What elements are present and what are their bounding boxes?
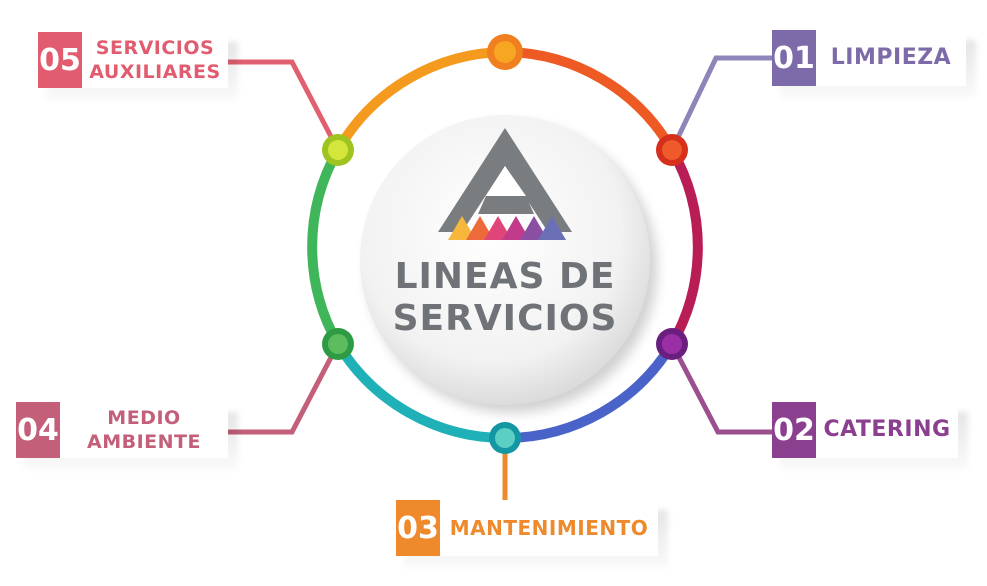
service-number: 02 — [772, 402, 816, 458]
ring-nodes — [322, 34, 688, 454]
center-title: LINEAS DE SERVICIOS — [380, 256, 630, 340]
service-card-04: 04 MEDIO AMBIENTE — [16, 402, 238, 470]
service-label-line2: AMBIENTE — [87, 431, 201, 453]
service-label-line2: AUXILIARES — [89, 61, 221, 83]
service-label: SERVICIOS AUXILIARES — [82, 32, 228, 88]
service-label: MEDIO AMBIENTE — [60, 402, 228, 458]
service-number: 05 — [38, 32, 82, 88]
center-title-line1: LINEAS DE — [394, 256, 616, 297]
service-label-line1: SERVICIOS — [95, 37, 215, 59]
service-card-05: 05 SERVICIOS AUXILIARES — [38, 32, 238, 100]
connector-01 — [669, 55, 774, 152]
color-ring — [307, 47, 703, 444]
connector-02 — [669, 342, 774, 435]
service-number: 04 — [16, 402, 60, 458]
center-title-line2: SERVICIOS — [392, 298, 618, 339]
service-card-03: 03 MANTENIMIENTO — [396, 500, 668, 568]
service-number: 03 — [396, 500, 440, 556]
triangle-logo-icon — [438, 128, 572, 240]
service-card-01: 01 LIMPIEZA — [772, 30, 976, 98]
service-label: MANTENIMIENTO — [440, 500, 658, 556]
service-label-line1: MEDIO — [107, 407, 181, 429]
connector-04 — [228, 342, 341, 435]
service-label: LIMPIEZA — [816, 30, 966, 86]
connector-05 — [228, 59, 341, 152]
service-label: CATERING — [816, 402, 958, 458]
service-number: 01 — [772, 30, 816, 86]
service-card-02: 02 CATERING — [772, 402, 968, 470]
center-circle — [360, 115, 650, 405]
